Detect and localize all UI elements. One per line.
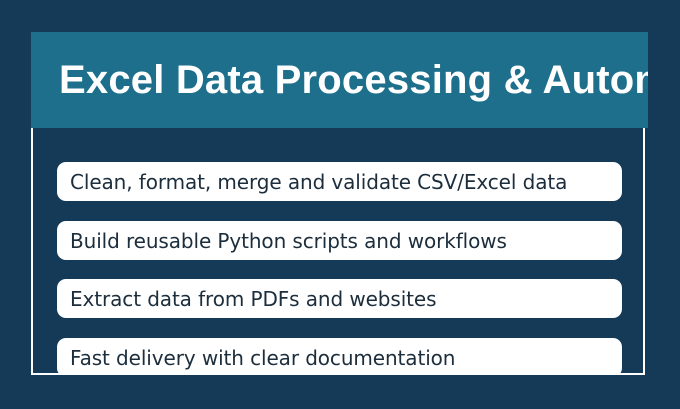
header-banner: Excel Data Processing & Automation (31, 32, 648, 128)
feature-item-label: Build reusable Python scripts and workfl… (70, 228, 507, 253)
feature-item: Fast delivery with clear documentation (57, 338, 622, 373)
page-title: Excel Data Processing & Automation (59, 58, 648, 102)
feature-list: Clean, format, merge and validate CSV/Ex… (33, 128, 643, 373)
feature-item-label: Extract data from PDFs and websites (70, 286, 437, 311)
feature-item-label: Clean, format, merge and validate CSV/Ex… (70, 169, 568, 194)
feature-item: Build reusable Python scripts and workfl… (57, 221, 622, 260)
feature-item: Extract data from PDFs and websites (57, 279, 622, 318)
feature-item-label: Fast delivery with clear documentation (70, 345, 456, 370)
feature-item: Clean, format, merge and validate CSV/Ex… (57, 162, 622, 201)
